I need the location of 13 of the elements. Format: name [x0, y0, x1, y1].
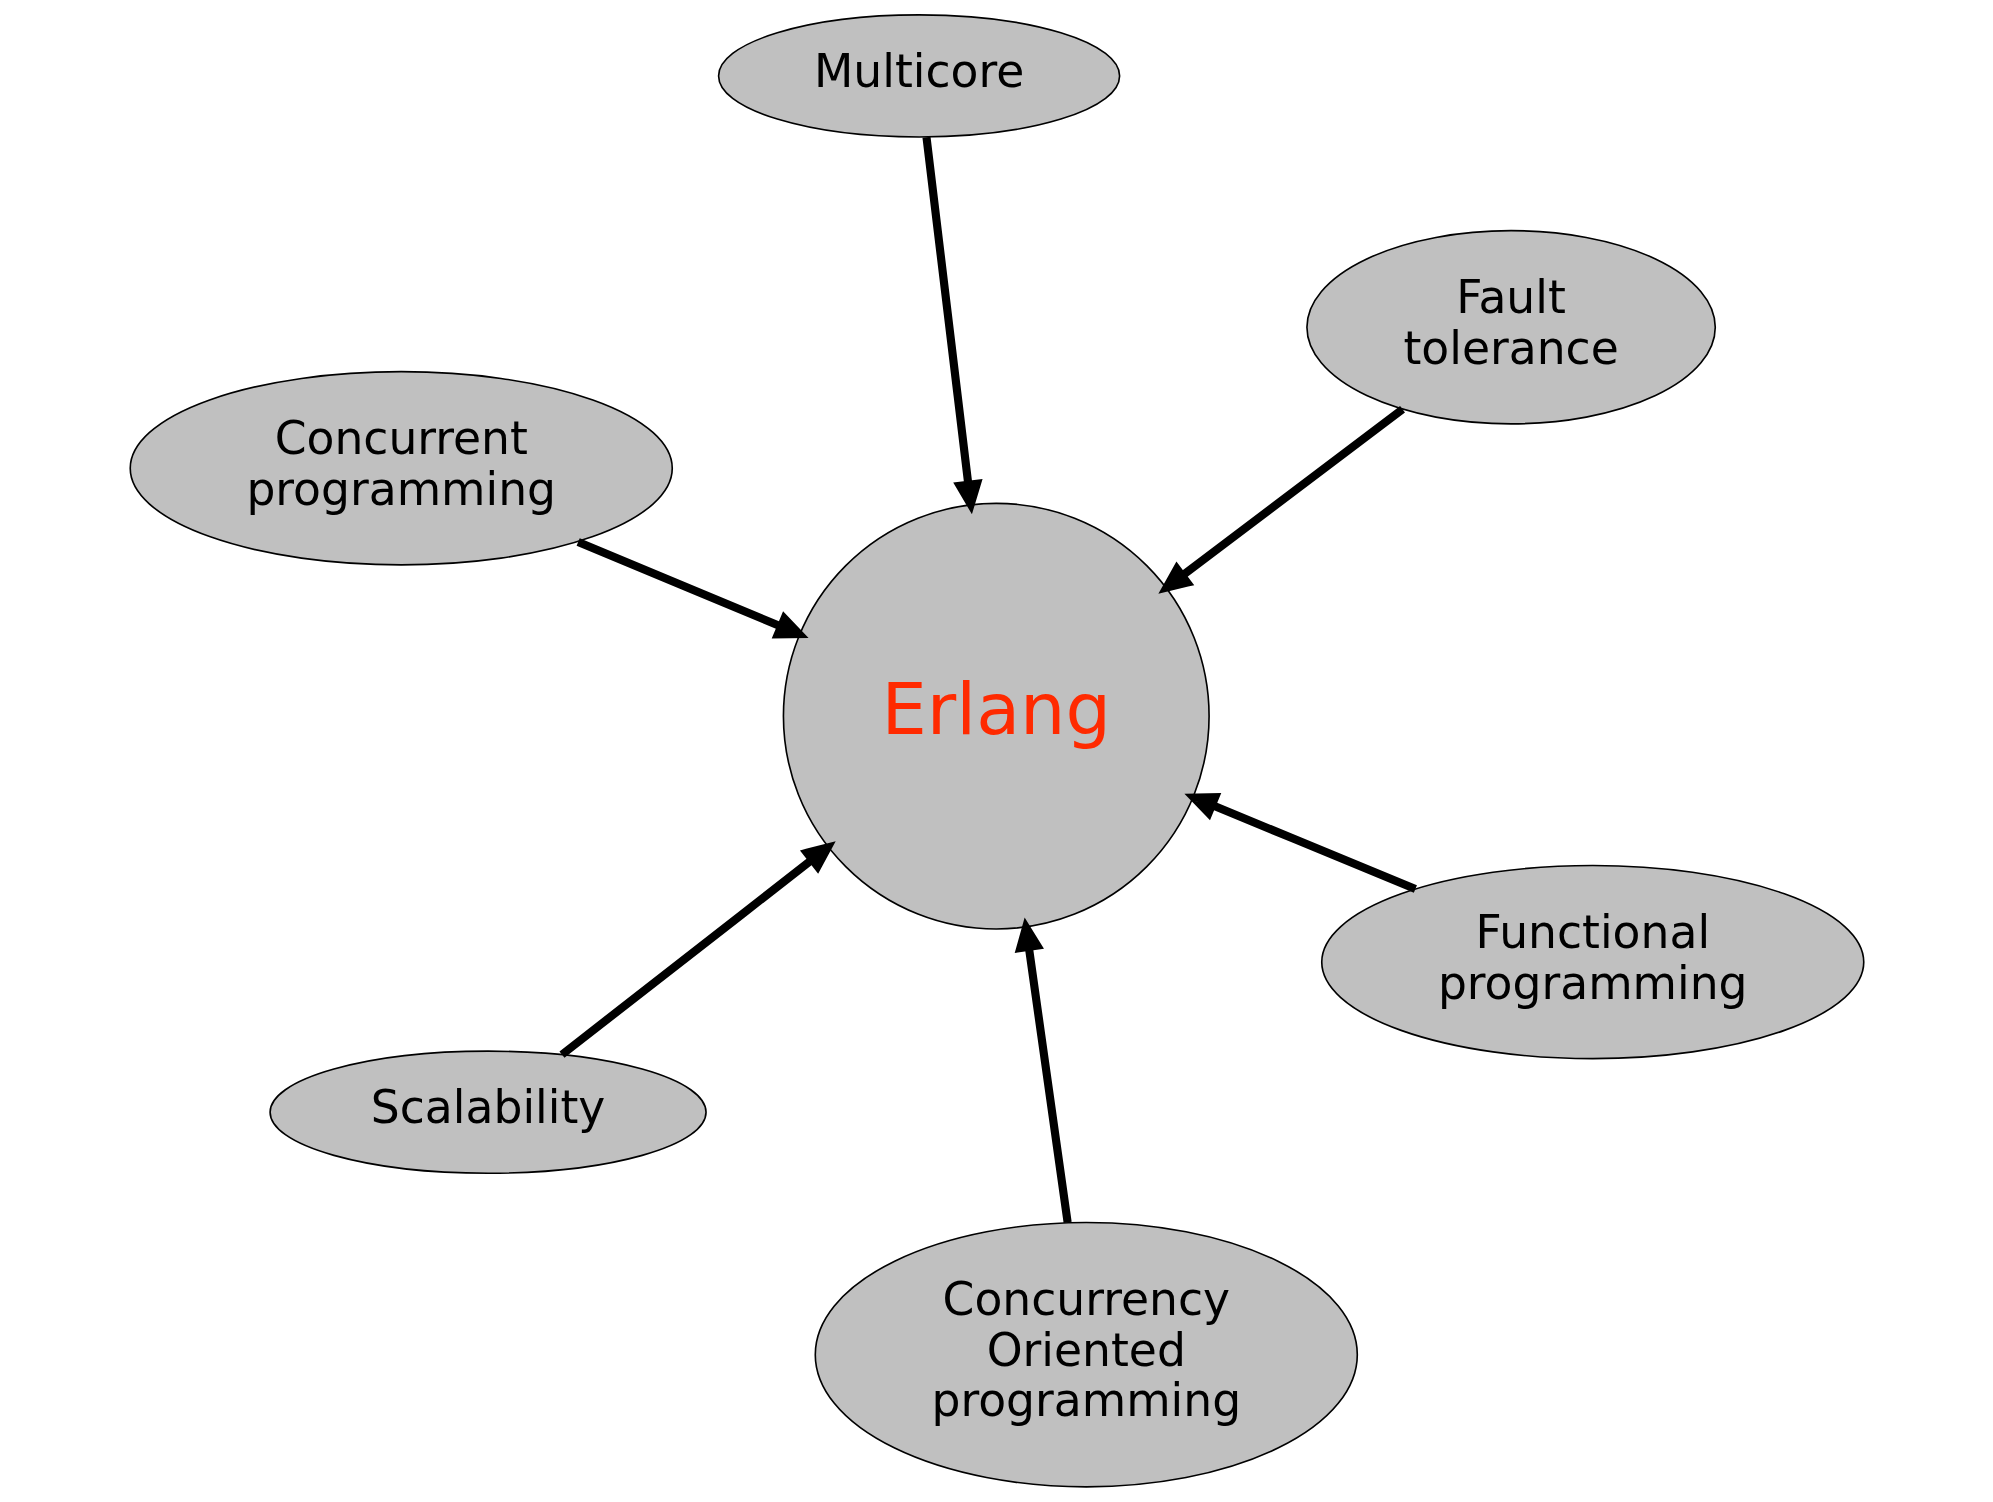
node-ellipse: Functional programming — [1320, 864, 1865, 1060]
node-ellipse: Scalability — [268, 1050, 707, 1175]
node-ellipse: Concurrency Oriented programming — [813, 1221, 1358, 1488]
node-ellipse: Concurrent programming — [128, 370, 673, 566]
arrow — [558, 841, 836, 1058]
node-ellipse: Fault tolerance — [1305, 229, 1716, 425]
node-circle: Erlang — [782, 502, 1210, 930]
arrow — [1014, 917, 1072, 1223]
arrow — [921, 136, 983, 515]
arrow — [1157, 406, 1405, 594]
arrow — [1183, 792, 1417, 893]
node-ellipse: Multicore — [717, 14, 1120, 138]
arrow — [576, 538, 809, 639]
